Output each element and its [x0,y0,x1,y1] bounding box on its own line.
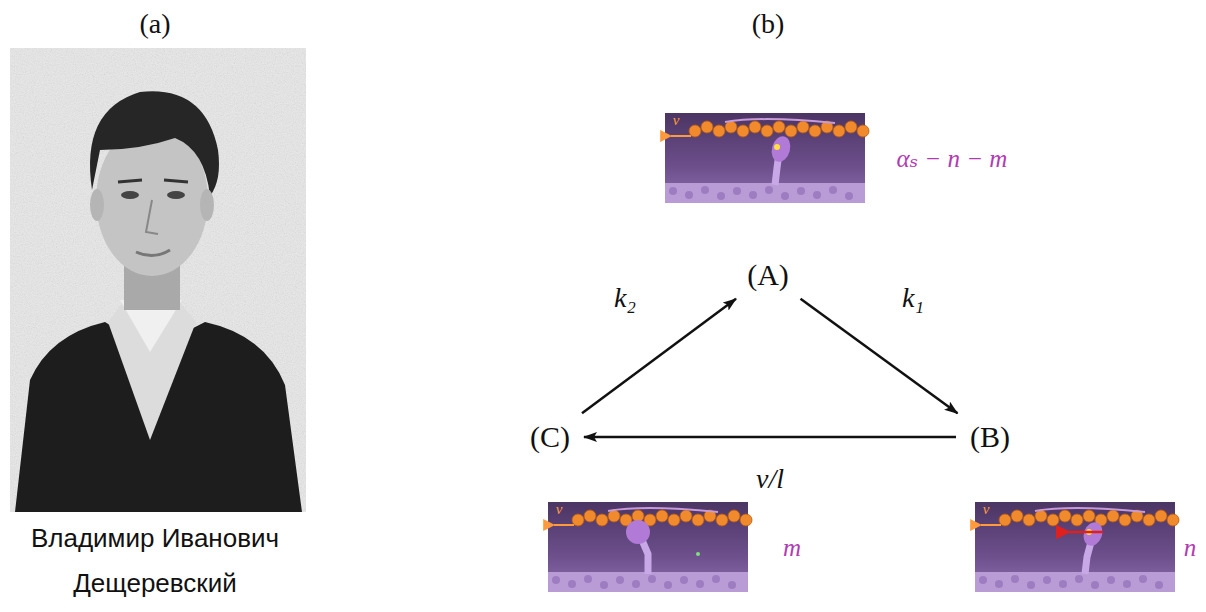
population-label: αₛ − n − m [897,144,1008,173]
population-label: n [1184,534,1197,562]
panel-label: (b) [752,8,785,40]
transition-arrow [800,299,957,414]
transition-arrow [582,299,736,413]
rate-label: k₂ [611,282,639,314]
transition-arrow [584,436,956,439]
portrait-photo [10,48,306,512]
velocity-symbol: v [556,501,563,518]
velocity-symbol: v [673,112,680,129]
rate-label: k₁ [899,282,927,314]
motor-state-illustration [548,502,752,592]
state-name: (A) [747,258,789,292]
panel-label: (a) [139,8,170,40]
rate-label: v/l [753,463,787,495]
motor-state-illustration [975,502,1179,592]
motor-state-illustration [665,113,869,203]
population-label: m [783,534,801,562]
state-node: (A) [741,256,795,294]
state-name: (B) [970,420,1010,454]
state-node: (C) [524,418,576,456]
person-name: Владимир Иванович Дещеревский [5,516,305,606]
state-node: (B) [964,418,1016,456]
velocity-symbol: v [983,501,990,518]
state-name: (C) [530,420,570,454]
